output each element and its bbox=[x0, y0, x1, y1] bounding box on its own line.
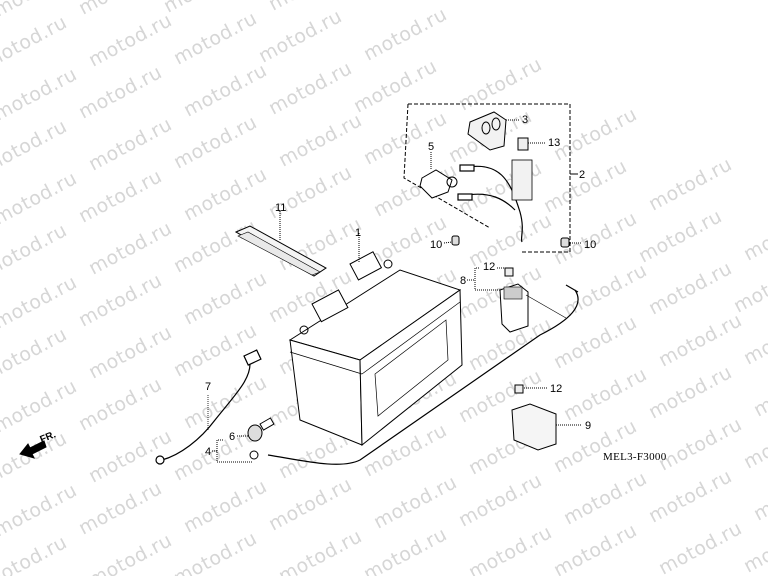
long-harness bbox=[267, 284, 579, 465]
callout-bolt-right: 10 bbox=[584, 239, 597, 251]
battery-band bbox=[234, 211, 327, 277]
harness-group-bracket bbox=[403, 103, 571, 253]
callout-fuse-lower: 12 bbox=[550, 383, 563, 395]
callout-battery-band: 11 bbox=[275, 202, 287, 214]
callout-fuse-upper: 12 bbox=[483, 261, 496, 273]
terminal-cap bbox=[237, 417, 275, 442]
callout-starter-relay-bracket: 3 bbox=[522, 114, 529, 126]
callout-battery: 1 bbox=[355, 227, 362, 239]
callout-bolt-left: 10 bbox=[430, 239, 443, 251]
starter-relay-bracket bbox=[467, 111, 520, 151]
callout-terminal-cap: 6 bbox=[229, 431, 236, 443]
callout-negative-battery-cable: 4 bbox=[205, 446, 212, 458]
callout-positive-battery-cable: 7 bbox=[205, 381, 212, 393]
callout-fuse-box-cover: 9 bbox=[585, 420, 592, 432]
front-direction-arrow bbox=[19, 440, 47, 459]
fuse-box-cover bbox=[511, 403, 582, 451]
bolt-right bbox=[560, 237, 582, 248]
callout-battery-harness-assembly: 2 bbox=[579, 169, 586, 181]
fuse-lower bbox=[514, 384, 548, 394]
callout-main-fuse: 13 bbox=[548, 137, 561, 149]
main-fuse bbox=[517, 137, 546, 151]
bolt-left bbox=[443, 235, 460, 246]
negative-battery-cable bbox=[212, 439, 259, 463]
callout-terminal-cover: 5 bbox=[428, 141, 435, 153]
diagram-code: MEL3-F3000 bbox=[603, 451, 667, 463]
battery bbox=[288, 233, 463, 447]
terminal-cover bbox=[419, 152, 458, 199]
callout-fuse-box: 8 bbox=[460, 275, 467, 287]
harness-cables bbox=[457, 159, 533, 243]
fuse-box bbox=[467, 267, 529, 333]
positive-battery-cable bbox=[155, 349, 262, 465]
